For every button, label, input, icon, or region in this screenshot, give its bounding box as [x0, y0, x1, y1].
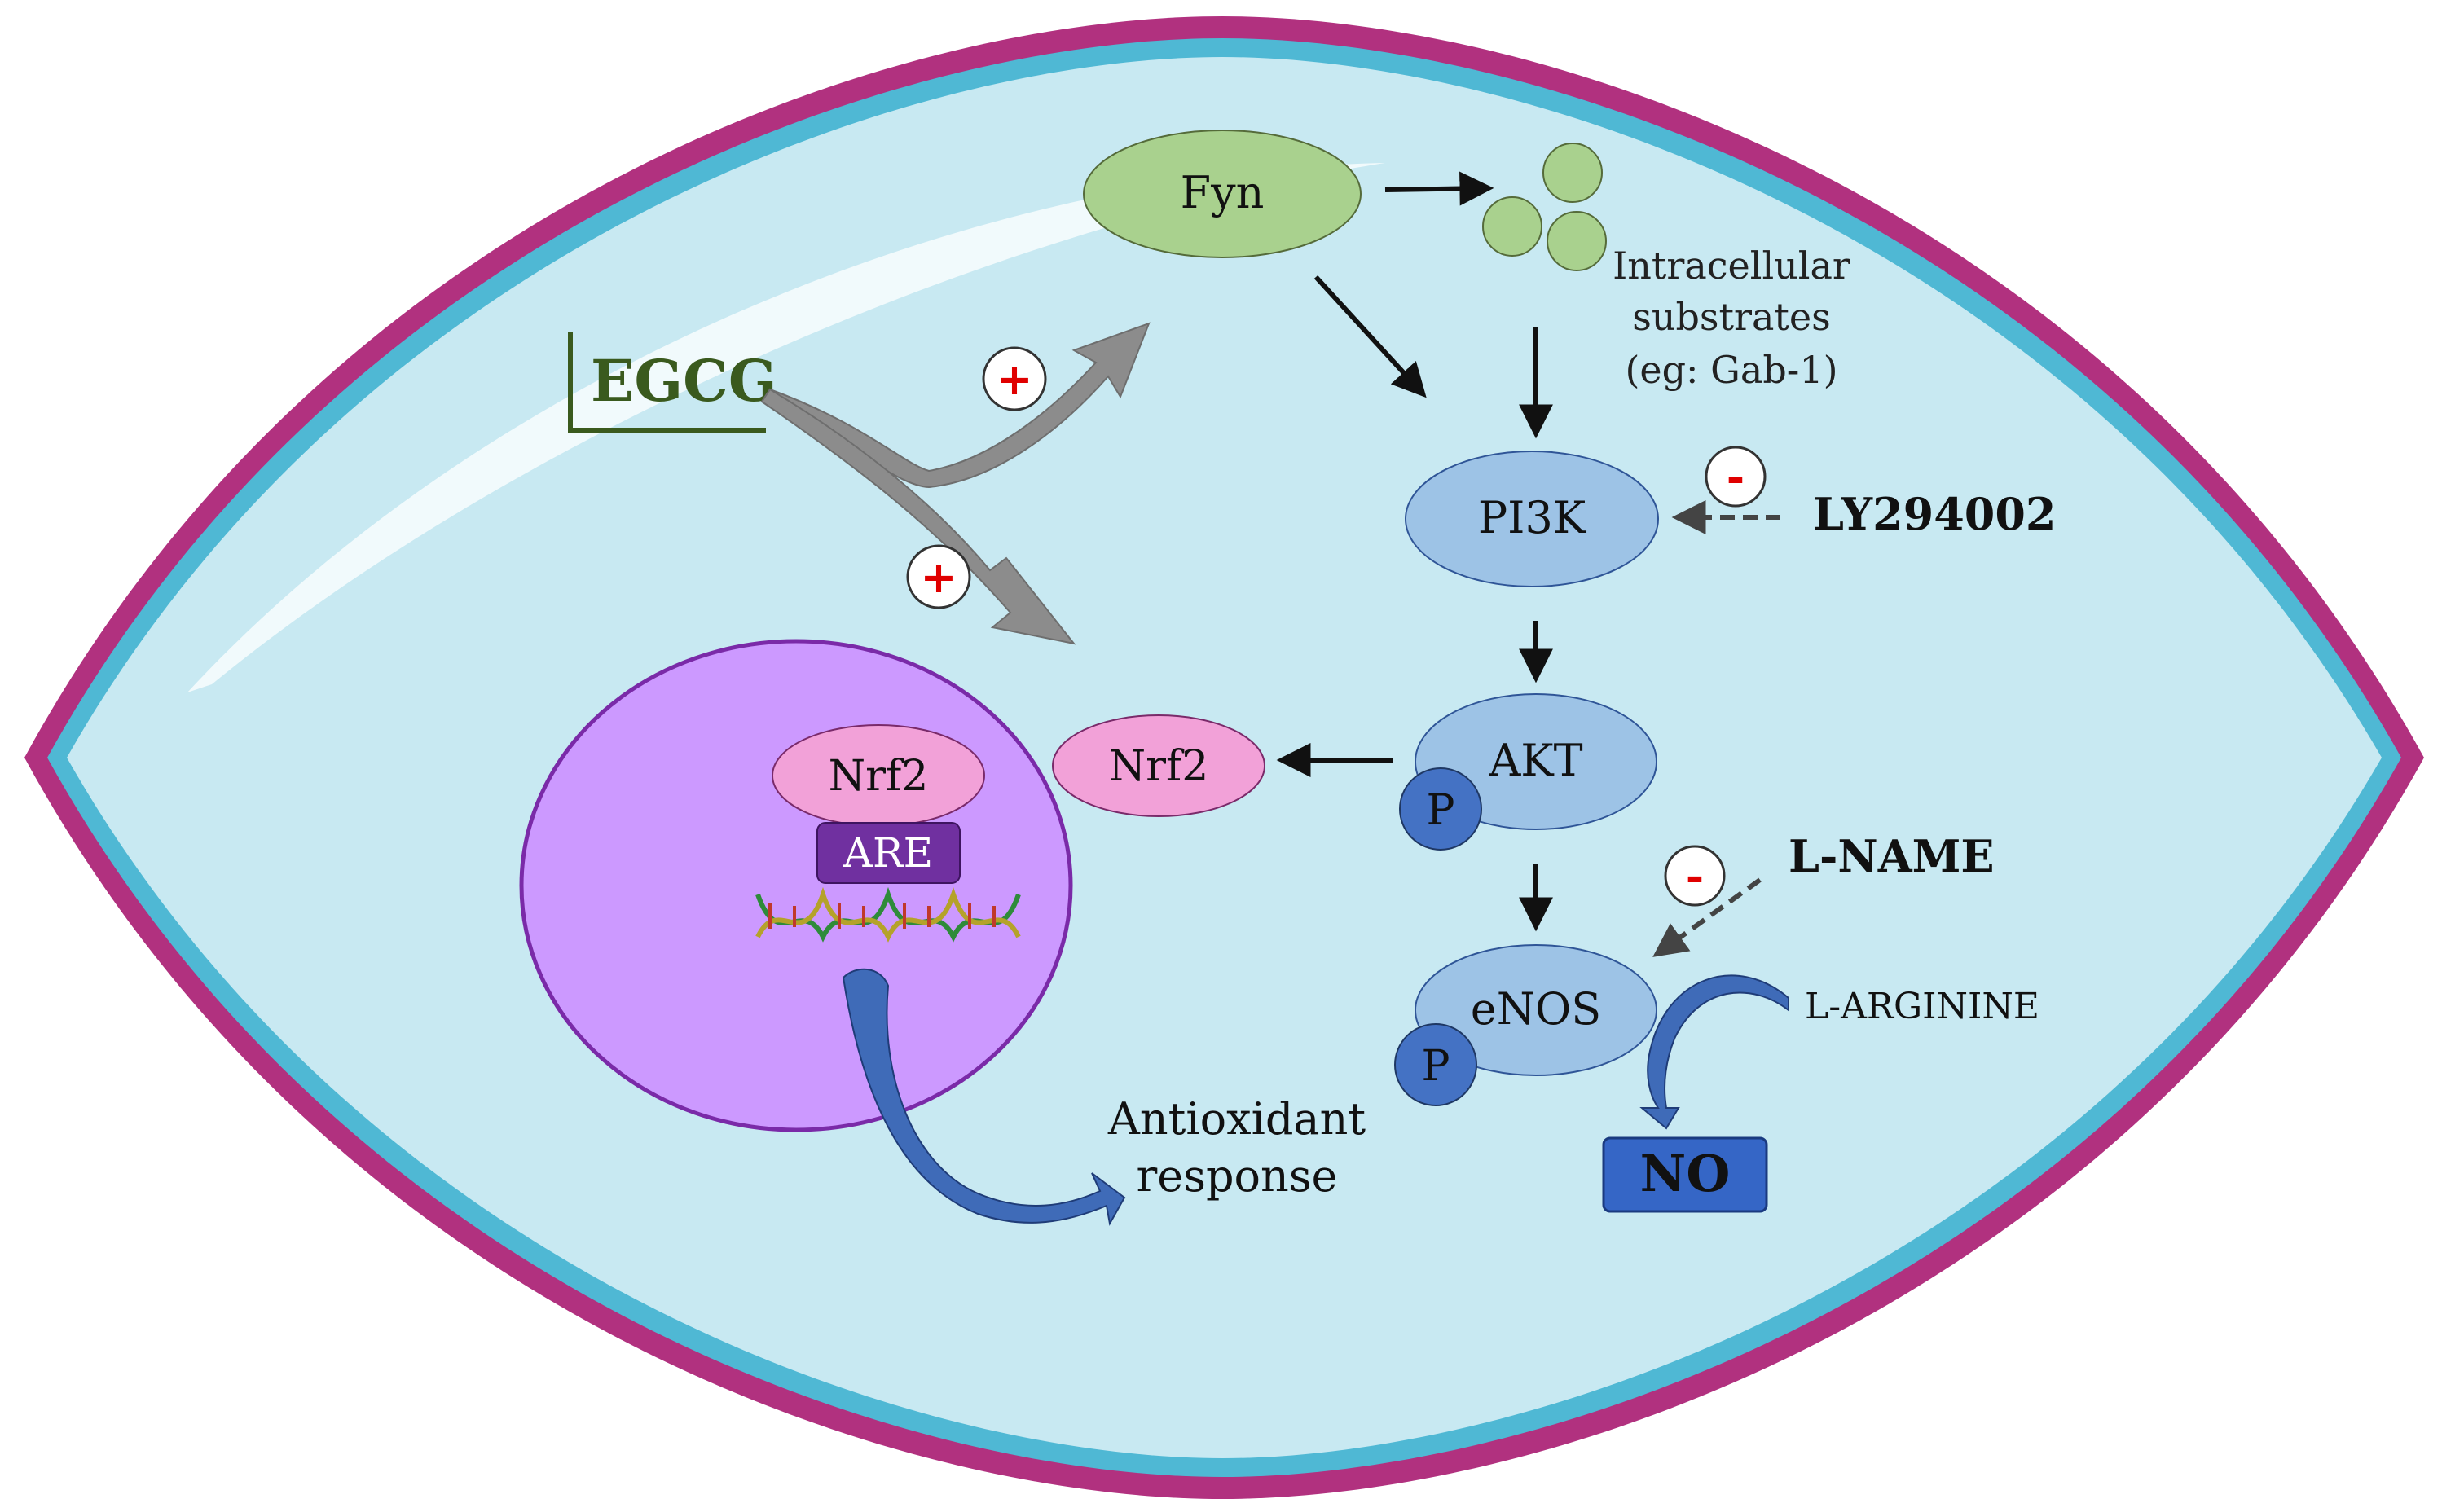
enos-node: eNOS P: [1394, 944, 1657, 1106]
no-box: NO: [1602, 1136, 1768, 1213]
l-name-dashed-arrow: [1652, 877, 1762, 957]
antioxidant-arrow: [842, 968, 1126, 1226]
akt-label: AKT: [1488, 735, 1582, 786]
akt-phospho-badge: [1399, 767, 1482, 850]
enos-phospho-badge: [1394, 1023, 1477, 1106]
cell: [24, 16, 2424, 1499]
egcg-to-nrf2-arrow: [760, 388, 1076, 645]
svg-text:+: +: [996, 353, 1032, 405]
no-label: NO: [1640, 1144, 1731, 1203]
l-arginine-to-no-arrow: [1639, 974, 1789, 1130]
svg-text:Antioxidant: Antioxidant: [1107, 1093, 1366, 1145]
fyn-to-substrates-arrow: [1384, 171, 1494, 206]
svg-text:substrates: substrates: [1632, 295, 1831, 339]
plus-badge-fyn: +: [982, 346, 1047, 411]
plus-badge-nrf2: +: [906, 544, 971, 609]
egcg-label-group: EGCG: [568, 332, 777, 433]
minus-badge-lname: -: [1686, 850, 1704, 902]
l-name-label: L-NAME: [1789, 830, 1995, 882]
fyn-node: Fyn: [1083, 130, 1362, 258]
l-name-inhibitor: - L-NAME: [1652, 830, 1995, 957]
substrates-icon: [1482, 143, 1607, 271]
nrf2-cyto-label: Nrf2: [1109, 742, 1209, 791]
l-arginine-label: L-ARGININE: [1805, 986, 2039, 1027]
egcg-label: EGCG: [591, 347, 777, 415]
are-box: [816, 822, 961, 884]
enos-label: eNOS: [1471, 983, 1601, 1035]
substrates-label: Intracellular substrates (eg: Gab-1): [1613, 244, 1850, 392]
fyn-label: Fyn: [1181, 167, 1265, 218]
akt-node: AKT P: [1399, 693, 1657, 850]
ly294002-label: LY294002: [1813, 488, 2057, 540]
antioxidant-label: Antioxidant response: [1107, 1093, 1366, 1202]
nrf2-cyto-node: Nrf2: [1052, 714, 1265, 817]
minus-badge-ly: -: [1727, 451, 1745, 503]
egcg-arrows: [760, 322, 1151, 645]
pi3k-label: PI3K: [1478, 492, 1587, 543]
svg-text:response: response: [1136, 1150, 1337, 1202]
dna-helix-icon: [755, 886, 1021, 943]
svg-text:P: P: [1427, 786, 1455, 835]
are-label: ARE: [843, 829, 933, 877]
fyn-to-pi3k-arrow: [1313, 275, 1427, 398]
pi3k-node: PI3K: [1405, 451, 1659, 587]
ly294002-inhibitor: - LY294002: [1671, 446, 2057, 540]
svg-text:+: +: [920, 551, 957, 603]
svg-text:Intracellular: Intracellular: [1613, 244, 1850, 288]
svg-text:P: P: [1422, 1042, 1450, 1091]
svg-text:(eg: Gab-1): (eg: Gab-1): [1625, 348, 1837, 392]
nrf2-nucleus-label: Nrf2: [829, 752, 929, 801]
nucleus: Nrf2 ARE: [519, 639, 1073, 1132]
